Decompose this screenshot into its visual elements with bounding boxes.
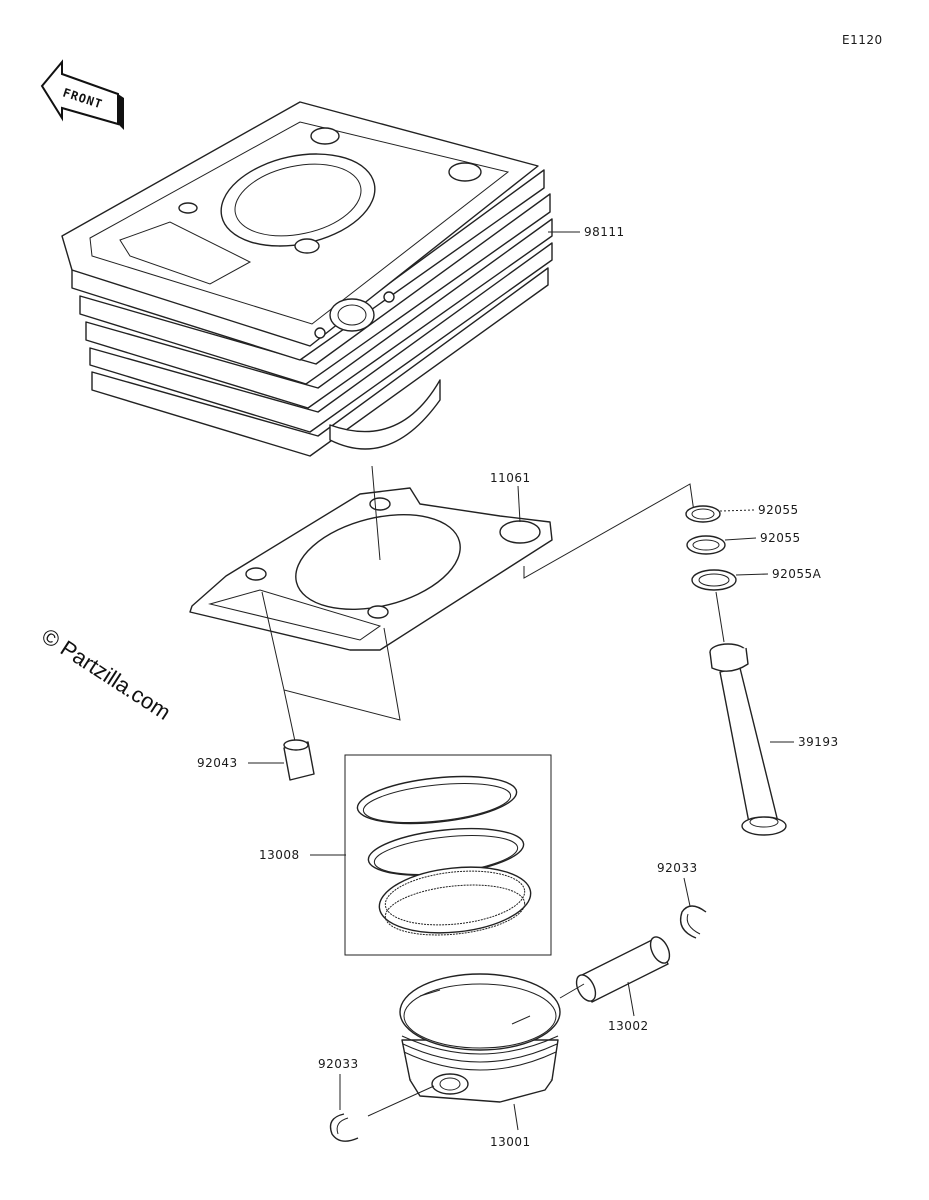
label-11061: 11061: [490, 471, 531, 485]
circlip-part[interactable]: [679, 905, 707, 939]
head-gasket-part[interactable]: [189, 487, 553, 651]
label-13008: 13008: [259, 848, 300, 862]
label-92055-a: 92055: [758, 503, 799, 517]
label-13001: 13001: [490, 1135, 531, 1149]
label-92055a: 92055A: [772, 567, 822, 581]
diagram-code: E1120: [842, 33, 883, 47]
oil-pipe-part[interactable]: [709, 643, 787, 836]
circlip-part[interactable]: [329, 1113, 359, 1142]
seal-ring-part[interactable]: [685, 505, 721, 523]
piston-pin-part[interactable]: [573, 934, 674, 1004]
label-98111: 98111: [584, 225, 625, 239]
seal-ring-part[interactable]: [686, 535, 726, 555]
watermark-text: © Partzilla.com: [37, 623, 175, 725]
front-arrow-icon: FRONT: [40, 59, 124, 130]
label-13002: 13002: [608, 1019, 649, 1033]
label-92033-left: 92033: [318, 1057, 359, 1071]
label-92043: 92043: [197, 756, 238, 770]
label-92055-b: 92055: [760, 531, 801, 545]
piston-part[interactable]: [399, 973, 561, 1103]
label-92033-right: 92033: [657, 861, 698, 875]
seal-ring-part[interactable]: [691, 569, 737, 591]
label-39193: 39193: [798, 735, 839, 749]
cylinder-part[interactable]: [61, 101, 553, 457]
dowel-pin-part[interactable]: [283, 739, 315, 781]
piston-ring-set-part[interactable]: [355, 770, 534, 941]
